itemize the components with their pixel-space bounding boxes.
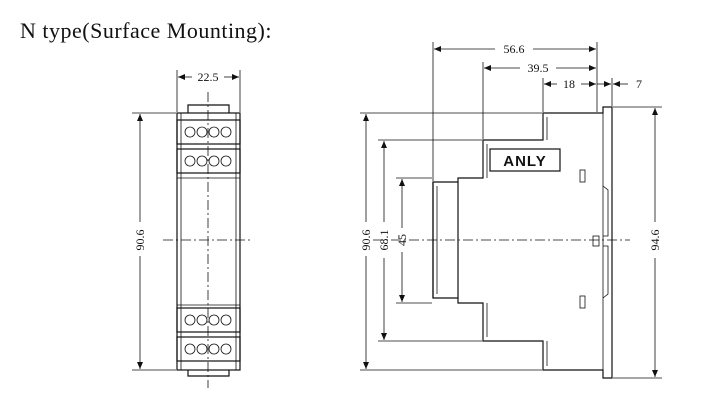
terminal-block-top [176,119,241,179]
depth-mid-label: 39.5 [528,61,549,75]
front-view: 22.5 90.6 [132,70,252,388]
front-face-height-label: 45 [395,234,409,246]
front-body-outline [176,112,241,371]
rail-height-label: 94.6 [648,230,662,251]
side-height-label: 90.6 [359,230,373,251]
rail-width-label: 7 [636,77,642,91]
diagram-title: N type(Surface Mounting): [20,18,272,43]
brand-plate [489,148,561,172]
inner-height-label: 68.1 [377,230,391,251]
side-view: ANLY 56.6 39.5 18 7 90.6 [359,42,662,379]
front-width-label: 22.5 [198,70,219,84]
brand-label: ANLY [503,153,546,170]
front-bottom-tab [187,370,230,377]
side-body-outline [432,106,613,379]
depth-small-label: 18 [563,77,575,91]
front-top-tab [187,104,230,113]
depth-total-label: 56.6 [504,42,525,56]
front-height-label: 90.6 [133,230,147,251]
terminal-block-bottom [176,304,241,362]
